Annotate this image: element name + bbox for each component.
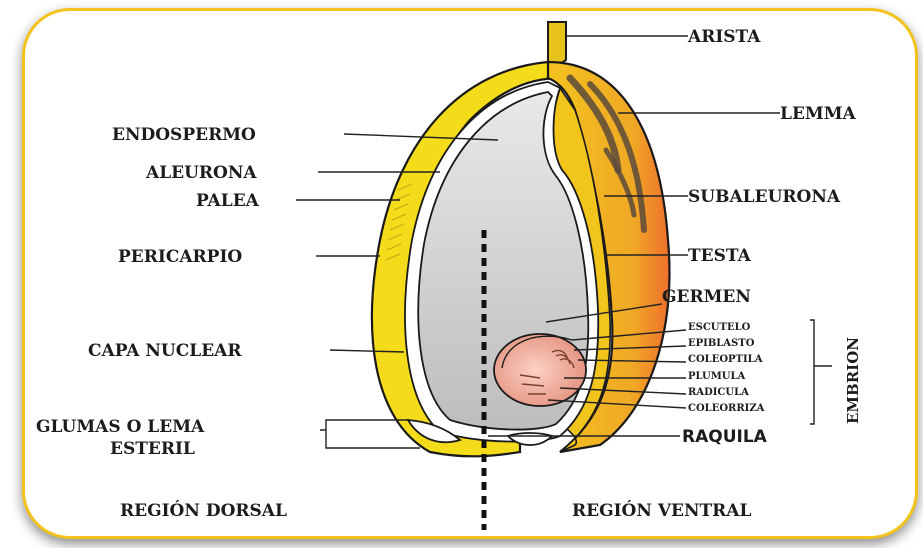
label-coleoptila: COLEOPTILA — [688, 354, 763, 365]
label-epiblasto: EPIBLASTO — [688, 338, 755, 349]
label-radicula: RADICULA — [688, 387, 749, 398]
label-endospermo: ENDOSPERMO — [112, 125, 256, 145]
label-testa: TESTA — [688, 246, 752, 266]
label-glumas-line2: ESTERIL — [110, 439, 195, 459]
label-raquila: RAQUILA — [682, 427, 768, 447]
label-lemma: LEMMA — [780, 104, 857, 124]
label-arista: ARISTA — [687, 27, 761, 47]
label-plumula: PLUMULA — [688, 371, 746, 382]
label-glumas-line1: GLUMAS O LEMA — [36, 417, 205, 437]
label-embrion: EMBRION — [844, 337, 862, 424]
label-aleurona: ALEURONA — [145, 163, 257, 183]
label-subaleurona: SUBALEURONA — [688, 187, 841, 207]
label-palea: PALEA — [196, 191, 260, 211]
label-escutelo: ESCUTELO — [688, 322, 751, 333]
label-region-dorsal: REGIÓN DORSAL — [120, 500, 287, 521]
label-coleorriza: COLEORRIZA — [688, 403, 765, 414]
embrion-shape — [494, 334, 586, 406]
label-region-ventral: REGIÓN VENTRAL — [572, 500, 751, 521]
label-capa-nuclear: CAPA NUCLEAR — [88, 341, 242, 361]
label-pericarpio: PERICARPIO — [118, 247, 242, 267]
label-germen: GERMEN — [662, 287, 751, 307]
